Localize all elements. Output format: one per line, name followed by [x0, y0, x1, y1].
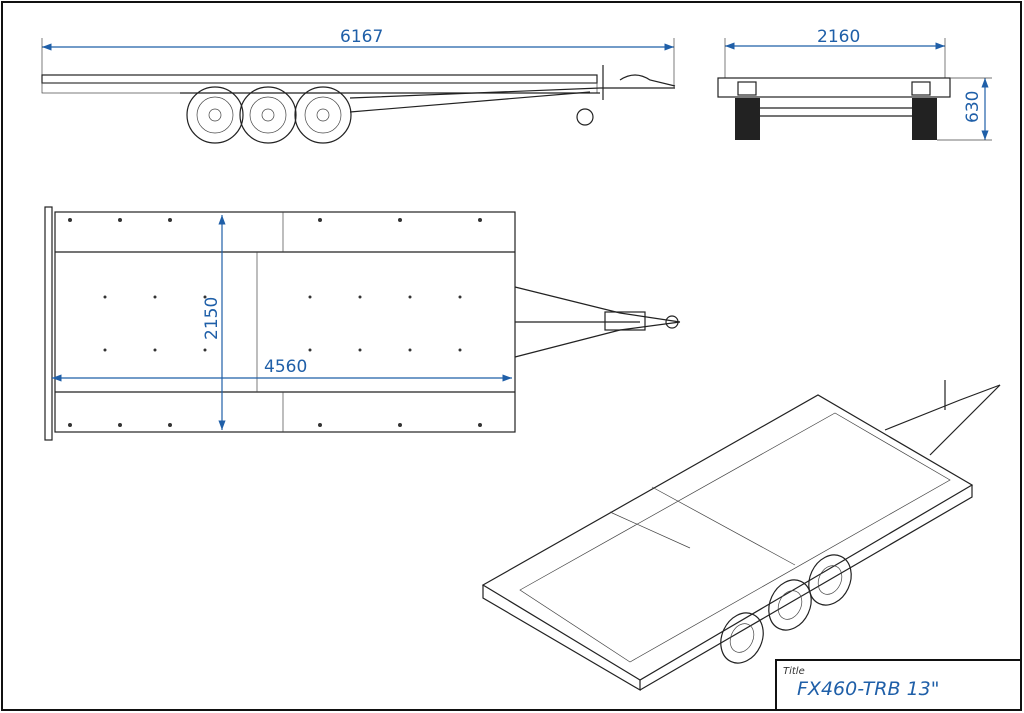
wheel-icon: [720, 554, 852, 664]
wheel-icon: [186, 86, 352, 144]
drawing-title: FX460-TRB 13": [797, 678, 939, 700]
length-dimension-label: 6167: [340, 27, 383, 47]
deck-length-dimension-label: 4560: [264, 357, 307, 377]
isometric-view: [481, 380, 1001, 692]
height-dimension-label: 630: [963, 91, 983, 123]
top-view: 4560 2150: [44, 206, 681, 441]
title-label: Title: [783, 666, 805, 677]
rear-view: 2160 630: [717, 27, 992, 141]
width-dimension-label: 2160: [817, 27, 860, 47]
side-view: 6167: [41, 27, 676, 144]
title-block: Title FX460-TRB 13": [775, 659, 1022, 711]
deck-width-dimension-label: 2150: [202, 297, 222, 340]
